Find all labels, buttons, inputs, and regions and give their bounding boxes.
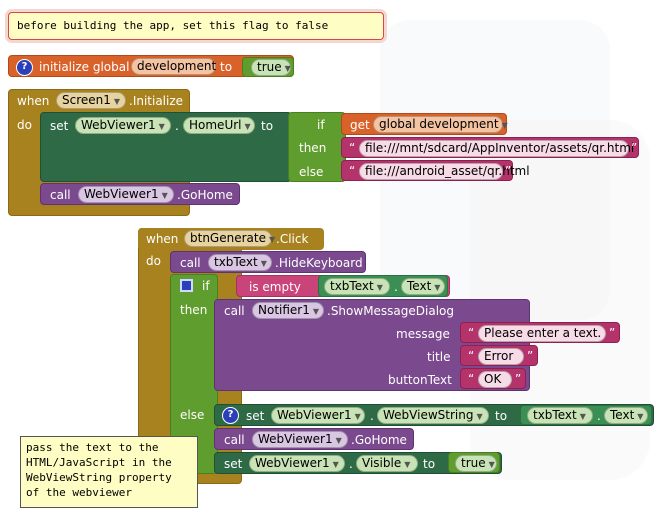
text-property-dropdown[interactable]: Text▼: [401, 278, 445, 295]
message-string-value[interactable]: Please enter a text.: [478, 325, 606, 342]
if-label: if: [317, 118, 325, 132]
webviewer1-setter-dropdown[interactable]: WebViewer1▼: [75, 117, 171, 134]
close-quote: ”: [515, 372, 522, 386]
to-label: to: [261, 119, 274, 133]
dot-separator: .: [175, 119, 179, 133]
buttontext-string-value[interactable]: OK: [478, 371, 512, 388]
notifier1-dropdown[interactable]: Notifier1▼: [252, 302, 324, 319]
initialize-event-label: .Initialize: [129, 94, 184, 108]
set-homeurl-block[interactable]: set WebViewer1▼ . HomeUrl▼ to: [40, 112, 292, 182]
call-webviewer-gohome-block[interactable]: call WebViewer1▼ .GoHome: [40, 183, 240, 205]
then-string-block[interactable]: “ file:///mnt/sdcard/AppInventor/assets/…: [341, 137, 639, 158]
do-label: do: [146, 254, 161, 268]
true-block[interactable]: true▼: [448, 452, 500, 473]
homeurl-property-dropdown[interactable]: HomeUrl▼: [183, 117, 255, 134]
txbtext-value-dropdown[interactable]: txbText▼: [527, 407, 593, 424]
screen1-component-dropdown[interactable]: Screen1▼: [56, 92, 126, 109]
then-string-value[interactable]: file:///mnt/sdcard/AppInventor/assets/qr…: [359, 140, 634, 157]
comment-bubble-bottom[interactable]: pass the text to the HTML/JavaScript in …: [20, 436, 198, 508]
open-quote: “: [468, 349, 475, 363]
global-variable-name-field[interactable]: development: [131, 58, 216, 75]
call-label: call: [224, 433, 245, 447]
webviewer1-setter-dropdown[interactable]: WebViewer1▼: [271, 407, 365, 424]
btngenerate-component-dropdown[interactable]: btnGenerate▼: [184, 230, 275, 247]
close-quote: ”: [527, 349, 534, 363]
visible-property-dropdown[interactable]: Visible▼: [356, 455, 418, 472]
message-string-block[interactable]: “ Please enter a text. ”: [460, 322, 620, 343]
txbtext-text-getter-block[interactable]: txbText▼ . Text▼: [318, 275, 448, 297]
gohome-method-label: .GoHome: [351, 433, 407, 447]
title-string-block[interactable]: “ Error ”: [460, 345, 538, 366]
to-label: to: [423, 457, 436, 471]
webviewer1-visible-dropdown[interactable]: WebViewer1▼: [249, 455, 345, 472]
text-value-property-dropdown[interactable]: Text▼: [604, 407, 648, 424]
dot-separator: .: [597, 409, 601, 423]
close-quote: ”: [505, 164, 512, 178]
set-visible-block[interactable]: set WebViewer1▼ . Visible▼ to: [214, 452, 502, 474]
initialize-global-block[interactable]: ? initialize global development to true▼: [8, 55, 294, 77]
true-dropdown[interactable]: true▼: [251, 59, 291, 76]
open-quote: “: [349, 164, 356, 178]
open-quote: “: [468, 326, 475, 340]
help-icon[interactable]: ?: [16, 59, 33, 76]
to-label: to: [495, 409, 508, 423]
hidekeyboard-method-label: .HideKeyboard: [275, 256, 363, 270]
if-label: if: [202, 279, 210, 293]
webviewstring-property-dropdown[interactable]: WebViewString▼: [377, 407, 489, 424]
set-label: set: [224, 457, 243, 471]
message-param-label: message: [396, 327, 450, 341]
buttontext-param-label: buttonText: [388, 373, 452, 387]
txbtext-text-value-block[interactable]: txbText▼ . Text▼: [520, 405, 652, 425]
when-label: when: [17, 94, 50, 108]
click-event-label: .Click: [276, 232, 309, 246]
then-label: then: [180, 303, 208, 317]
open-quote: “: [468, 372, 475, 386]
title-string-value[interactable]: Error: [478, 348, 524, 365]
help-icon[interactable]: ?: [222, 407, 239, 424]
call-gohome-block[interactable]: call WebViewer1▼ .GoHome: [214, 428, 414, 450]
get-label: get: [350, 118, 370, 132]
txbtext-getter-dropdown[interactable]: txbText▼: [324, 278, 390, 295]
true-block[interactable]: true▼: [242, 57, 294, 77]
when-label-2: when: [146, 232, 179, 246]
global-development-dropdown[interactable]: global development▼: [373, 116, 508, 133]
dot-separator: .: [349, 457, 353, 471]
call-label: call: [50, 188, 71, 202]
txbtext-call-dropdown[interactable]: txbText▼: [208, 254, 272, 271]
is-empty-label: is empty: [249, 280, 301, 294]
do-label: do: [17, 118, 32, 132]
then-label: then: [299, 141, 327, 155]
else-string-value[interactable]: file:///android_asset/qr.html: [359, 163, 530, 180]
if-then-else-block[interactable]: if then else: [288, 112, 346, 182]
set-label: set: [246, 409, 265, 423]
close-quote: ”: [631, 141, 638, 155]
gohome-method-label: .GoHome: [177, 188, 233, 202]
open-quote: “: [349, 141, 356, 155]
comment-bubble-top[interactable]: before building the app, set this flag t…: [8, 12, 384, 40]
dot-separator: .: [370, 409, 374, 423]
init-to-label: to: [220, 60, 233, 74]
close-quote: ”: [609, 326, 616, 340]
get-global-development-block[interactable]: get global development▼: [341, 113, 508, 135]
webviewer1-call-dropdown[interactable]: WebViewer1▼: [78, 186, 174, 203]
mutator-icon[interactable]: [180, 279, 193, 292]
call-hidekeyboard-block[interactable]: call txbText▼ .HideKeyboard: [170, 251, 366, 273]
title-param-label: title: [427, 350, 451, 364]
dot-separator: .: [394, 280, 398, 294]
call-label: call: [180, 256, 201, 270]
webviewer1-call-dropdown[interactable]: WebViewer1▼: [252, 431, 348, 448]
btngenerate-click-header: when btnGenerate▼ .Click: [138, 228, 324, 250]
else-string-block[interactable]: “ file:///android_asset/qr.html ”: [341, 160, 530, 181]
else-label: else: [299, 165, 324, 179]
initialize-global-label: initialize global: [39, 60, 130, 74]
true-dropdown[interactable]: true▼: [455, 455, 497, 472]
call-label: call: [224, 304, 245, 318]
buttontext-string-block[interactable]: “ OK ”: [460, 368, 526, 389]
set-label: set: [50, 119, 69, 133]
else-label: else: [180, 408, 205, 422]
showmessagedialog-method-label: .ShowMessageDialog: [327, 304, 455, 318]
